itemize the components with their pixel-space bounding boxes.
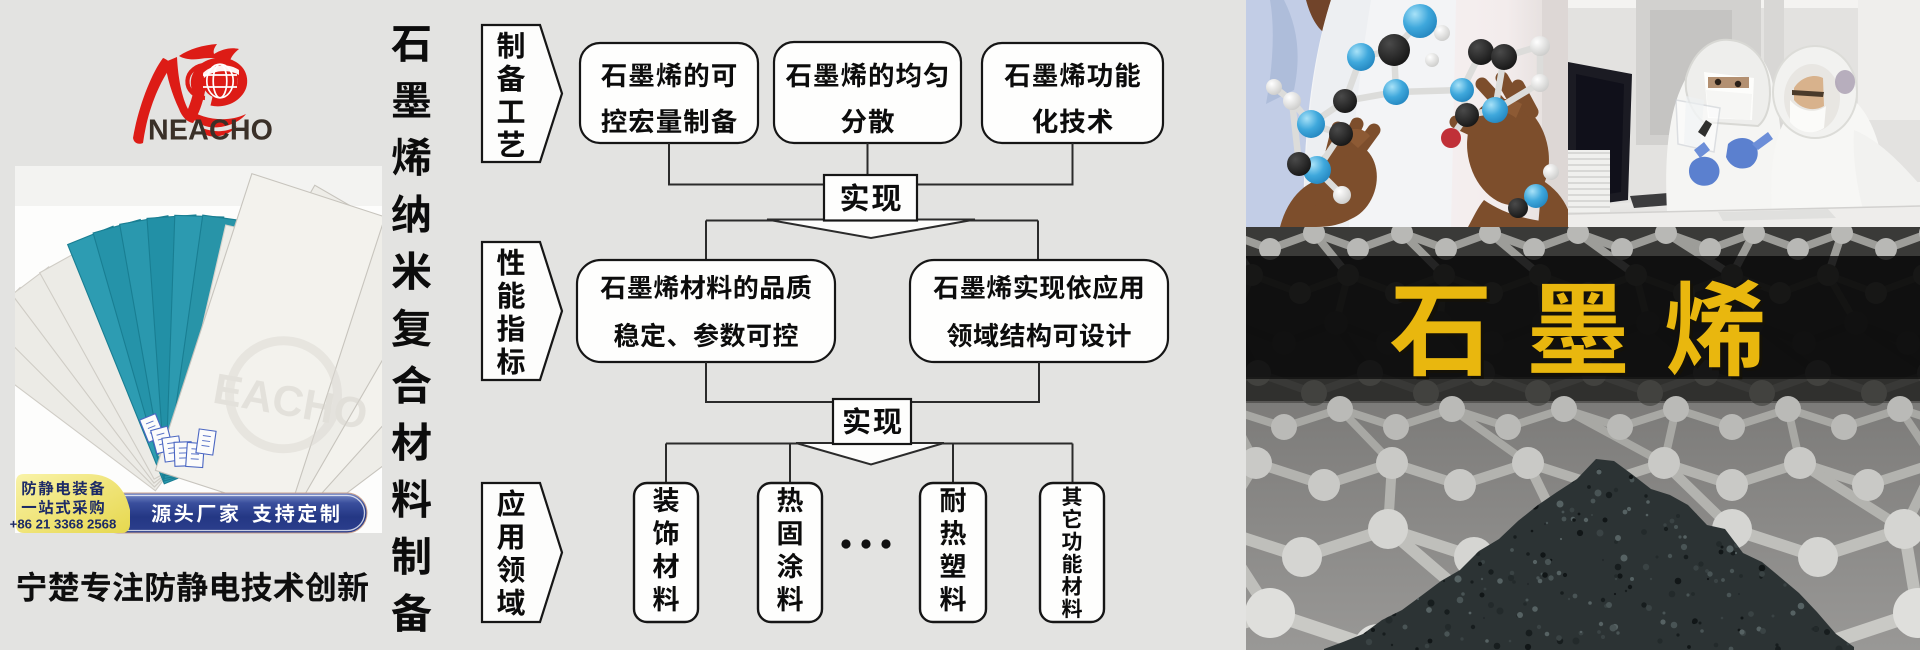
- svg-text:+86 21 3368 2568: +86 21 3368 2568: [10, 517, 117, 532]
- svg-text:NEACHO: NEACHO: [148, 115, 273, 147]
